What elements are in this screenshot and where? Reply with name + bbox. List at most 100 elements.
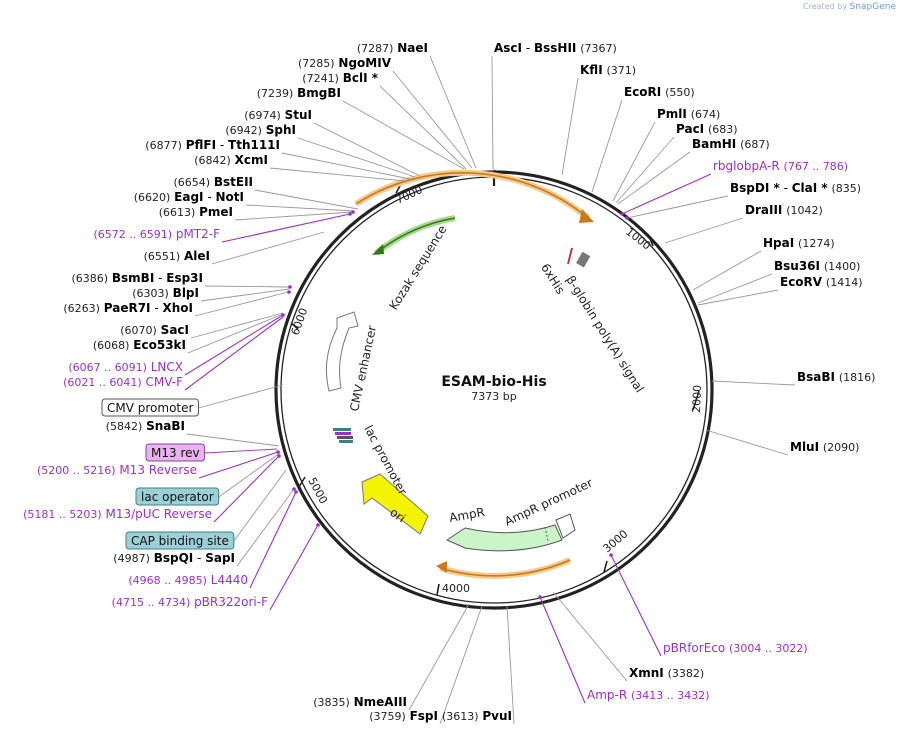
site-name: PacI: [676, 122, 704, 136]
site-name: XcmI: [235, 153, 268, 167]
lac-operator-marker: [333, 428, 353, 443]
site-label-eag: (6620) EagI - NotI: [134, 190, 244, 204]
leader-xcm: [269, 167, 406, 182]
leader-ampr: [539, 596, 586, 704]
site-position: (6572 .. 6591): [93, 228, 172, 241]
tick-2000: 2000: [690, 385, 704, 413]
site-position: (674): [691, 108, 721, 121]
site-name: BlpI: [173, 286, 199, 300]
site-name: FspI: [410, 709, 438, 723]
leader-bspq: [236, 488, 295, 567]
site-label-lncx: (6067 .. 6091) LNCX: [68, 360, 183, 374]
snapgene-credit: Created by SnapGene: [803, 2, 896, 12]
leader-bmg: [342, 100, 465, 170]
site-label-ampr: Amp-R (3413 .. 3432): [587, 688, 710, 702]
site-label-mlu: MluI (2090): [790, 440, 859, 454]
site-label-xcm: (6842) XcmI: [194, 153, 268, 167]
site-label-xmn: XmnI (3382): [629, 666, 704, 680]
site-name: pBR322ori-F: [194, 595, 268, 609]
site-name: BspQI: [154, 551, 194, 565]
cmv-enhancer-arrow: [325, 311, 359, 392]
site-name: CMV-F: [146, 375, 184, 389]
site-name: BsaBI: [797, 370, 835, 384]
tick-1000: 1000: [623, 225, 653, 252]
leader-eco53: [187, 313, 284, 354]
site-name: M13 Reverse: [119, 463, 197, 477]
position-ticks: [290, 185, 700, 596]
site-name: MluI: [790, 440, 819, 454]
leader-mlu: [705, 429, 789, 456]
leader-l4440: [249, 491, 297, 589]
snapgene-logo: SnapGene: [849, 2, 896, 12]
site-name: BsmBI: [112, 271, 154, 285]
site-leader-lines: [184, 55, 796, 725]
leader-dra: [664, 217, 744, 244]
leader-ale: [211, 231, 325, 265]
site-name: AleI: [184, 249, 210, 263]
leader-cmvf: [184, 316, 284, 391]
primer-site-mark: [294, 490, 298, 494]
site-position: (6613): [159, 206, 196, 219]
site-label-pme: (6613) PmeI: [159, 205, 233, 219]
site-name: BstEII: [214, 175, 253, 189]
site-position: (6067 .. 6091): [68, 361, 147, 374]
leader-pbr322: [269, 524, 319, 611]
site-position: (835): [832, 182, 862, 195]
feature-arcs: ori: [325, 169, 594, 579]
leader-rbglob: [621, 173, 712, 215]
site-name: PvuI: [482, 709, 512, 723]
site-position: (4715 .. 4734): [112, 596, 191, 609]
site-label-pfl: (6877) PflFI - Tth111I: [145, 138, 280, 152]
site-position: (7367): [580, 42, 617, 55]
primer-site-mark: [292, 487, 296, 491]
leader-pme: [234, 211, 354, 221]
svg-text:CMV promoter: CMV promoter: [107, 401, 194, 415]
site-position: (3613): [442, 710, 479, 723]
leader-lncx: [184, 314, 284, 376]
box-lacop: lac operator: [135, 487, 220, 506]
site-label-sna: (5842) SnaBI: [106, 419, 185, 433]
site-label-kfl: KflI (371): [580, 63, 636, 77]
leader-nae: [429, 55, 477, 169]
primer-site-mark: [538, 595, 542, 599]
primer-site-mark: [625, 216, 629, 220]
plasmid-name: ESAM-bio-His: [441, 374, 546, 390]
primer-site-mark: [276, 450, 280, 454]
leader-blp: [200, 288, 290, 302]
site-name: LNCX: [151, 360, 183, 374]
tick-7000: 7000: [394, 183, 425, 207]
bglobin-label: β-globin poly(A) signal: [563, 273, 646, 395]
cmv-enhancer-label: CMV enhancer: [347, 324, 379, 412]
leader-pac: [615, 136, 675, 204]
site-name: BspDI *: [730, 181, 780, 195]
box-cmvprom: CMV promoter: [101, 398, 199, 417]
site-label-bst: (6654) BstEII: [173, 175, 253, 189]
site-label-pae: (6263) PaeR7I - XhoI: [63, 301, 193, 315]
tick-4000: 4000: [442, 582, 470, 595]
site-label-ngo: (7285) NgoMIV: [298, 56, 392, 70]
site-position: (6068): [93, 339, 130, 352]
site-label-pml: PmlI (674): [657, 107, 720, 121]
site-name: EcoRV: [780, 275, 823, 289]
site-position: (3835): [313, 696, 350, 709]
site-position: (7241): [302, 72, 339, 85]
site-label-ale: (6551) AleI: [144, 249, 210, 263]
site-name: Eco53kI: [133, 338, 186, 352]
leader-stu: [313, 122, 421, 177]
site-label-rbglob: rbglobpA-R (767 .. 786): [713, 159, 848, 173]
site-position: (6877): [145, 139, 182, 152]
site-label-ecori: EcoRI (550): [624, 85, 695, 99]
leader-m13r: [198, 451, 279, 479]
site-label-l4440: (4968 .. 4985) L4440: [128, 573, 248, 587]
leader-m13puc: [213, 455, 280, 523]
leader-pvu: [506, 605, 515, 725]
site-position: (3759): [369, 710, 406, 723]
ampr-promoter-arrow: [555, 513, 576, 539]
leader-nme: [408, 603, 470, 711]
site-label-pac: PacI (683): [676, 122, 738, 136]
site-label-ecorv: EcoRV (1414): [780, 275, 863, 289]
site-label-stu: (6974) StuI: [244, 108, 312, 122]
site-label-blp: (6303) BlpI: [132, 286, 199, 300]
site-position: (6070): [120, 324, 157, 337]
site-position: (371): [607, 64, 637, 77]
